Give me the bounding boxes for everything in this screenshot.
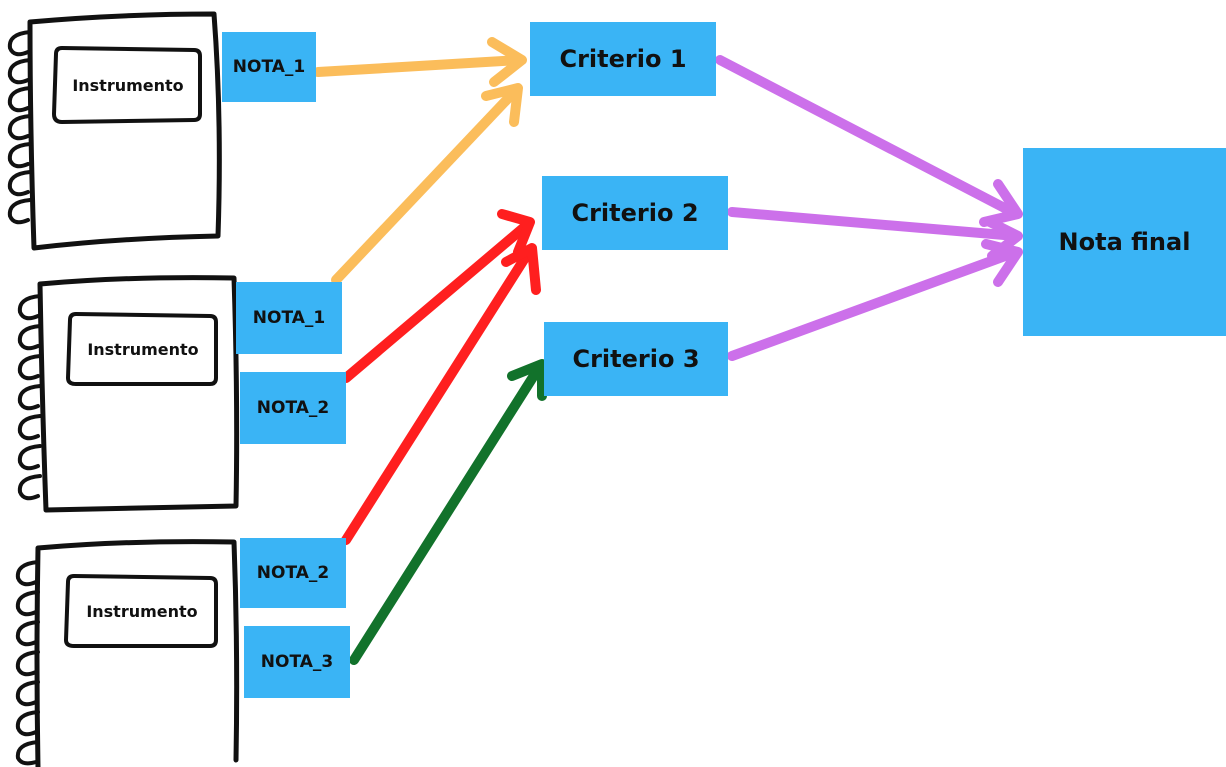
arrow-nota1-a-to-criterio1 [313,37,527,87]
notebook-1-label-frame [52,46,202,124]
arrow-nota3-to-criterio3 [349,359,547,665]
notebook-1 [7,11,222,251]
grade-box-nota1-instrument2: NOTA_1 [236,282,342,354]
notebook-2-spiral-icon [17,294,42,501]
grade-box-nota2-instrument3: NOTA_2 [240,538,346,608]
criterion-box-1: Criterio 1 [530,22,716,96]
grade-box-nota3-instrument3: NOTA_3 [244,626,350,698]
notebook-3 [15,539,240,767]
criterion-box-2: Criterio 2 [542,176,728,250]
notebook-3-spiral-icon [15,560,40,766]
grade-box-nota2-instrument2: NOTA_2 [240,372,346,444]
grade-box-nota1-instrument1: NOTA_1 [222,32,316,102]
arrow-nota2-a-to-criterio2 [341,209,535,383]
instrument-1-label: Instrumento [72,75,184,95]
instrument-2-label: Instrumento [87,339,199,359]
notebook-2 [17,275,240,513]
arrow-criterio3-to-final [727,239,1023,361]
criterion-box-3: Criterio 3 [544,322,728,396]
arrow-nota1-b-to-criterio1 [331,83,523,285]
arrow-criterio1-to-final [715,55,1023,227]
notebook-1-spiral-icon [7,30,32,225]
notebook-3-label-frame [64,574,218,648]
notebook-2-cover [37,275,240,513]
arrow-nota2-b-to-criterio2 [341,243,541,545]
notebook-1-cover [27,11,222,251]
notebook-2-label-frame [66,312,218,386]
arrow-criterio2-to-final [727,207,1023,261]
instrument-3-label: Instrumento [86,601,198,621]
final-grade-box: Nota final [1023,148,1226,336]
